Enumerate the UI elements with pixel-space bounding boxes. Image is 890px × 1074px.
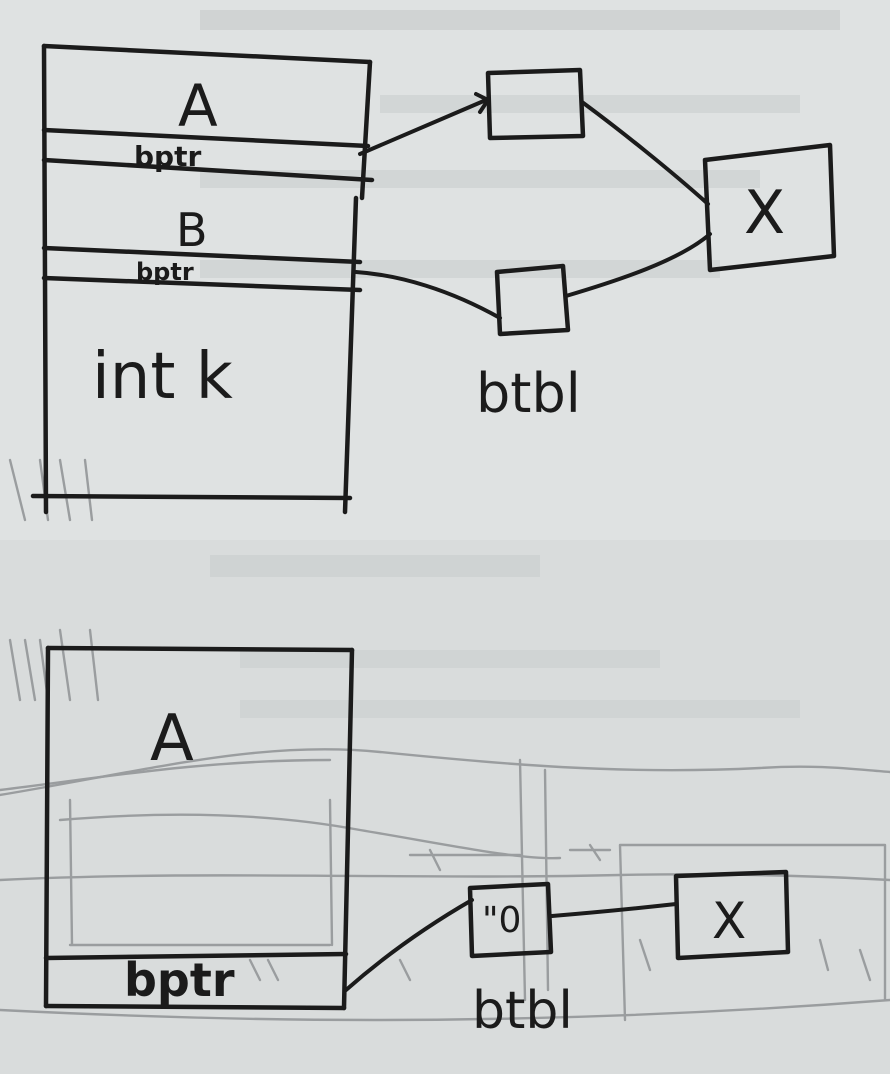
top-class-b-label: B <box>176 203 208 257</box>
bottom-class-a-label: A <box>150 702 194 776</box>
top-vtable-label: btbl <box>476 362 581 425</box>
top-bptr-a-label: bptr <box>134 140 201 173</box>
top-vtable-a-box <box>485 67 586 141</box>
bottom-base-label: X <box>712 892 746 950</box>
top-shared-base-box <box>702 142 837 273</box>
top-vtable-b-box <box>494 263 571 337</box>
bottom-object-layout <box>43 645 355 1011</box>
top-member-label: int k <box>92 340 233 414</box>
bottom-bptr-label: bptr <box>124 953 235 1007</box>
top-shared-base-label: X <box>744 178 785 248</box>
bottom-base-box <box>673 869 791 961</box>
bottom-pointer-arrow <box>344 898 474 992</box>
top-bptr-b-label: bptr <box>136 258 194 286</box>
bottom-vtable-entry: "0 <box>482 900 521 941</box>
pencil-scribbles <box>0 458 890 1022</box>
top-vtable-to-base-arrows <box>564 100 712 298</box>
bottom-vtable-label: btbl <box>472 981 573 1041</box>
top-object-layout <box>30 43 375 515</box>
bottom-vtable-to-base-line <box>550 902 678 918</box>
bottom-vtable-box <box>467 881 554 959</box>
top-class-a-label: A <box>178 72 218 140</box>
